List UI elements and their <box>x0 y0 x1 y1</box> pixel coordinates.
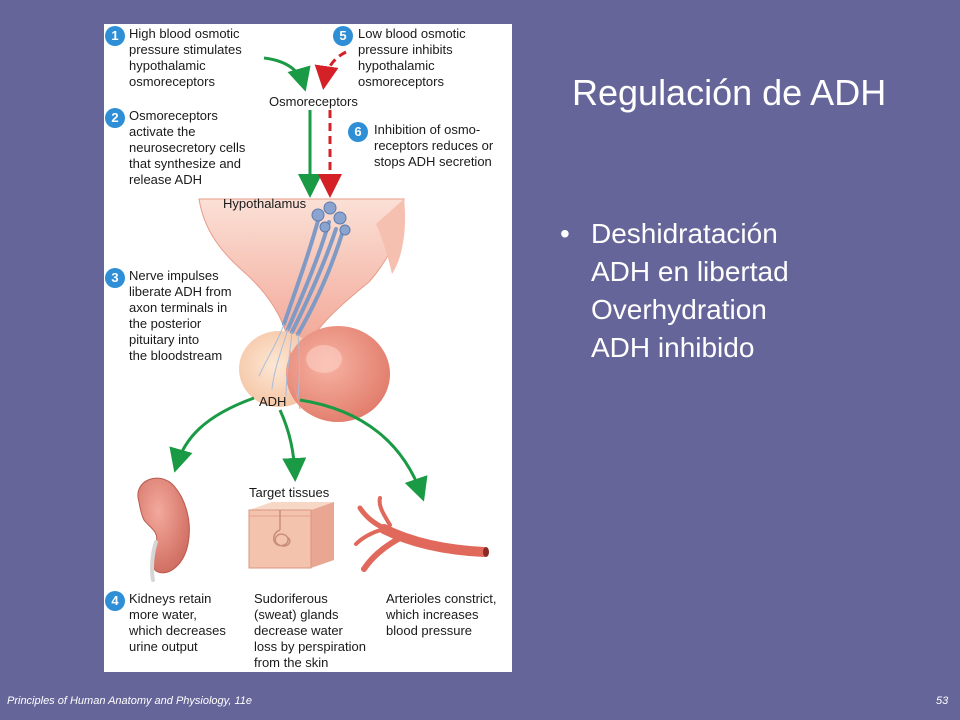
slide-title: Regulación de ADH <box>572 72 887 113</box>
footer-page-number: 53 <box>936 695 949 707</box>
inhibit-arrows <box>314 50 347 198</box>
target-tissues-label: Target tissues <box>249 485 330 500</box>
step-badge-3: 3 <box>105 268 125 288</box>
arteriole-icon <box>354 496 489 572</box>
bullet-line: Overhydration <box>591 294 767 325</box>
neurosecretory-axons <box>282 215 344 336</box>
bullet-line: ADH en libertad <box>591 256 789 287</box>
footer-book-title: Principles of Human Anatomy and Physiolo… <box>7 695 252 707</box>
osmoreceptor-cell-bodies <box>311 201 351 236</box>
step-badge-6: 6 <box>348 122 368 142</box>
bullet-marker: • <box>560 218 570 249</box>
skin-tissue-icon <box>248 502 334 569</box>
anterior-pituitary <box>286 326 390 422</box>
step-badge-5: 5 <box>333 26 353 46</box>
osmoreceptors-label: Osmoreceptors <box>269 94 358 109</box>
bullet-item: Deshidratación ADH en libertad Overhydra… <box>591 215 789 367</box>
figure-artwork <box>137 50 489 582</box>
bullet-line: Deshidratación <box>591 218 778 249</box>
stimulate-arrows <box>169 56 428 502</box>
bullet-line: ADH inhibido <box>591 332 755 363</box>
axon-terminals <box>258 323 300 399</box>
step-badge-4: 4 <box>105 591 125 611</box>
adh-label: ADH <box>259 394 287 409</box>
step-badge-1: 1 <box>105 26 125 46</box>
step-badge-2: 2 <box>105 108 125 128</box>
kidney-icon <box>137 477 190 582</box>
hypothalamus-label: Hypothalamus <box>223 196 307 211</box>
